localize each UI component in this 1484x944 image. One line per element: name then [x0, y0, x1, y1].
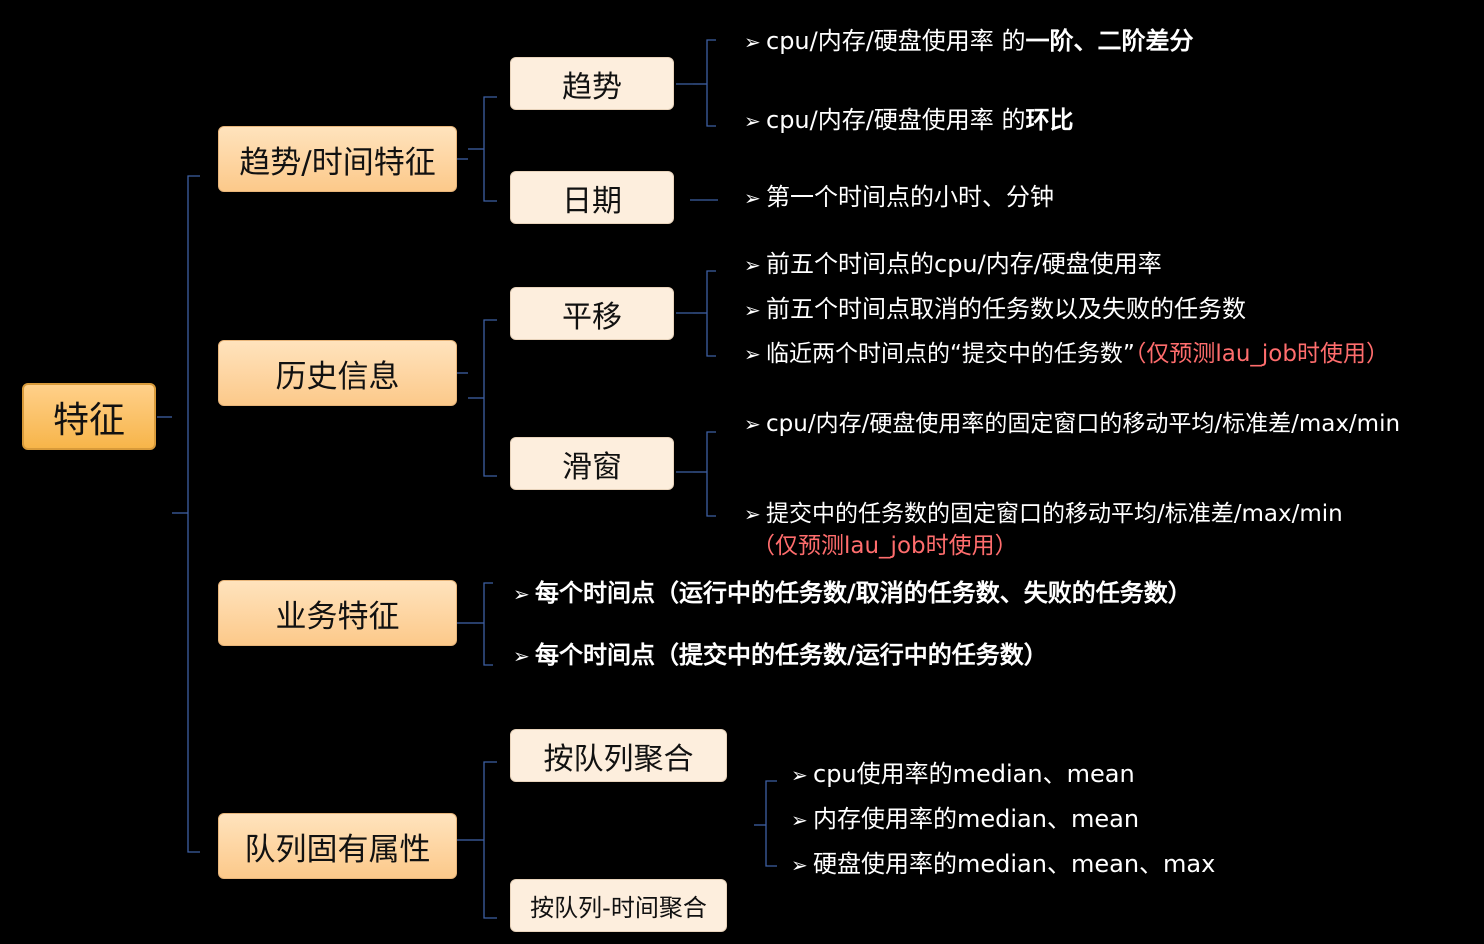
node-agg-queue: 按队列聚合	[510, 729, 727, 782]
arrow-bullet-icon: ➢	[744, 502, 761, 526]
arrow-bullet-icon: ➢	[744, 298, 761, 322]
arrow-bullet-icon: ➢	[513, 582, 530, 606]
node-shift: 平移	[510, 287, 674, 340]
bullet-business-2: ➢每个时间点（提交中的任务数/运行中的任务数）	[513, 641, 1048, 669]
arrow-bullet-icon: ➢	[744, 30, 761, 54]
bracket-history	[483, 319, 497, 477]
arrow-bullet-icon: ➢	[791, 763, 808, 787]
bullet-window-1: ➢cpu/内存/硬盘使用率的固定窗口的移动平均/标准差/max/min	[744, 411, 1401, 437]
bullet-shift-1: ➢前五个时间点的cpu/内存/硬盘使用率	[744, 250, 1162, 278]
bullet-queue-2: ➢内存使用率的median、mean	[791, 805, 1140, 833]
bracket-trend-node	[706, 39, 716, 127]
node-agg-queue-time: 按队列-时间聚合	[510, 879, 727, 932]
arrow-bullet-icon: ➢	[744, 412, 761, 436]
bracket-root	[187, 175, 200, 853]
bracket-window	[706, 431, 716, 517]
node-date: 日期	[510, 171, 674, 224]
bullet-business-1: ➢每个时间点（运行中的任务数/取消的任务数、失败的任务数）	[513, 579, 1192, 607]
bullet-window-2-note: （仅预测lau_job时使用）	[752, 533, 1018, 559]
bullet-date-1: ➢第一个时间点的小时、分钟	[744, 183, 1054, 211]
bullet-shift-3: ➢临近两个时间点的“提交中的任务数”（仅预测lau_job时使用）	[744, 341, 1389, 367]
node-trend-time: 趋势/时间特征	[218, 126, 457, 192]
arrow-bullet-icon: ➢	[744, 342, 761, 366]
node-queue: 队列固有属性	[218, 813, 457, 879]
bullet-window-2: ➢提交中的任务数的固定窗口的移动平均/标准差/max/min	[744, 501, 1343, 527]
node-trend: 趋势	[510, 57, 674, 110]
node-history: 历史信息	[218, 340, 457, 406]
bracket-queue-bullets	[765, 780, 777, 867]
node-business: 业务特征	[218, 580, 457, 646]
bracket-business	[483, 582, 493, 666]
bracket-trend	[483, 96, 497, 202]
arrow-bullet-icon: ➢	[513, 644, 530, 668]
node-window: 滑窗	[510, 437, 674, 490]
bullet-queue-1: ➢cpu使用率的median、mean	[791, 760, 1135, 788]
arrow-bullet-icon: ➢	[791, 853, 808, 877]
bullet-queue-3: ➢硬盘使用率的median、mean、max	[791, 850, 1216, 878]
arrow-bullet-icon: ➢	[744, 109, 761, 133]
bracket-shift	[706, 270, 716, 357]
arrow-bullet-icon: ➢	[744, 186, 761, 210]
bullet-trend-2: ➢cpu/内存/硬盘使用率 的环比	[744, 106, 1074, 134]
arrow-bullet-icon: ➢	[744, 253, 761, 277]
arrow-bullet-icon: ➢	[791, 808, 808, 832]
bracket-queue	[483, 761, 497, 919]
bullet-trend-1: ➢cpu/内存/硬盘使用率 的一阶、二阶差分	[744, 27, 1194, 55]
bullet-shift-2: ➢前五个时间点取消的任务数以及失败的任务数	[744, 295, 1246, 323]
root-node: 特征	[22, 383, 156, 450]
